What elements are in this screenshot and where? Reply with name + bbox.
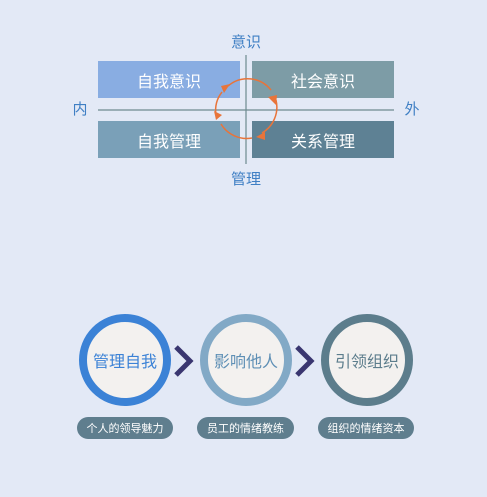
step-title: 引领组织	[334, 352, 399, 371]
step-caption: 组织的情绪资本	[318, 417, 414, 439]
chevron-right-icon	[174, 345, 194, 377]
axis-bottom-label: 管理	[230, 170, 261, 188]
axis-left-label: 内	[72, 100, 88, 118]
step-circle-influence-others: 影响他人	[200, 314, 292, 406]
quadrant-social-awareness: 社会意识	[252, 61, 394, 98]
step-circle-lead-organization: 引领组织	[321, 314, 413, 406]
step-title: 管理自我	[92, 352, 157, 371]
quadrant-self-management: 自我管理	[98, 121, 240, 158]
axis-right-label: 外	[404, 100, 420, 118]
step-caption: 个人的领导魅力	[77, 417, 173, 439]
cycle-arrowhead	[214, 111, 222, 120]
axis-top-label: 意识	[230, 33, 261, 51]
quadrant-axes-and-cycle	[98, 55, 394, 164]
chevron-right-icon	[295, 345, 315, 377]
step-circle-manage-self: 管理自我	[79, 314, 171, 406]
step-title: 影响他人	[213, 352, 278, 371]
quadrant-self-awareness: 自我意识	[98, 61, 240, 98]
cycle-arrowhead	[221, 84, 230, 93]
quadrant-relationship-management: 关系管理	[252, 121, 394, 158]
cycle-arrowhead	[256, 132, 265, 140]
cycle-arrowhead	[268, 95, 277, 105]
step-caption: 员工的情绪教练	[197, 417, 294, 439]
